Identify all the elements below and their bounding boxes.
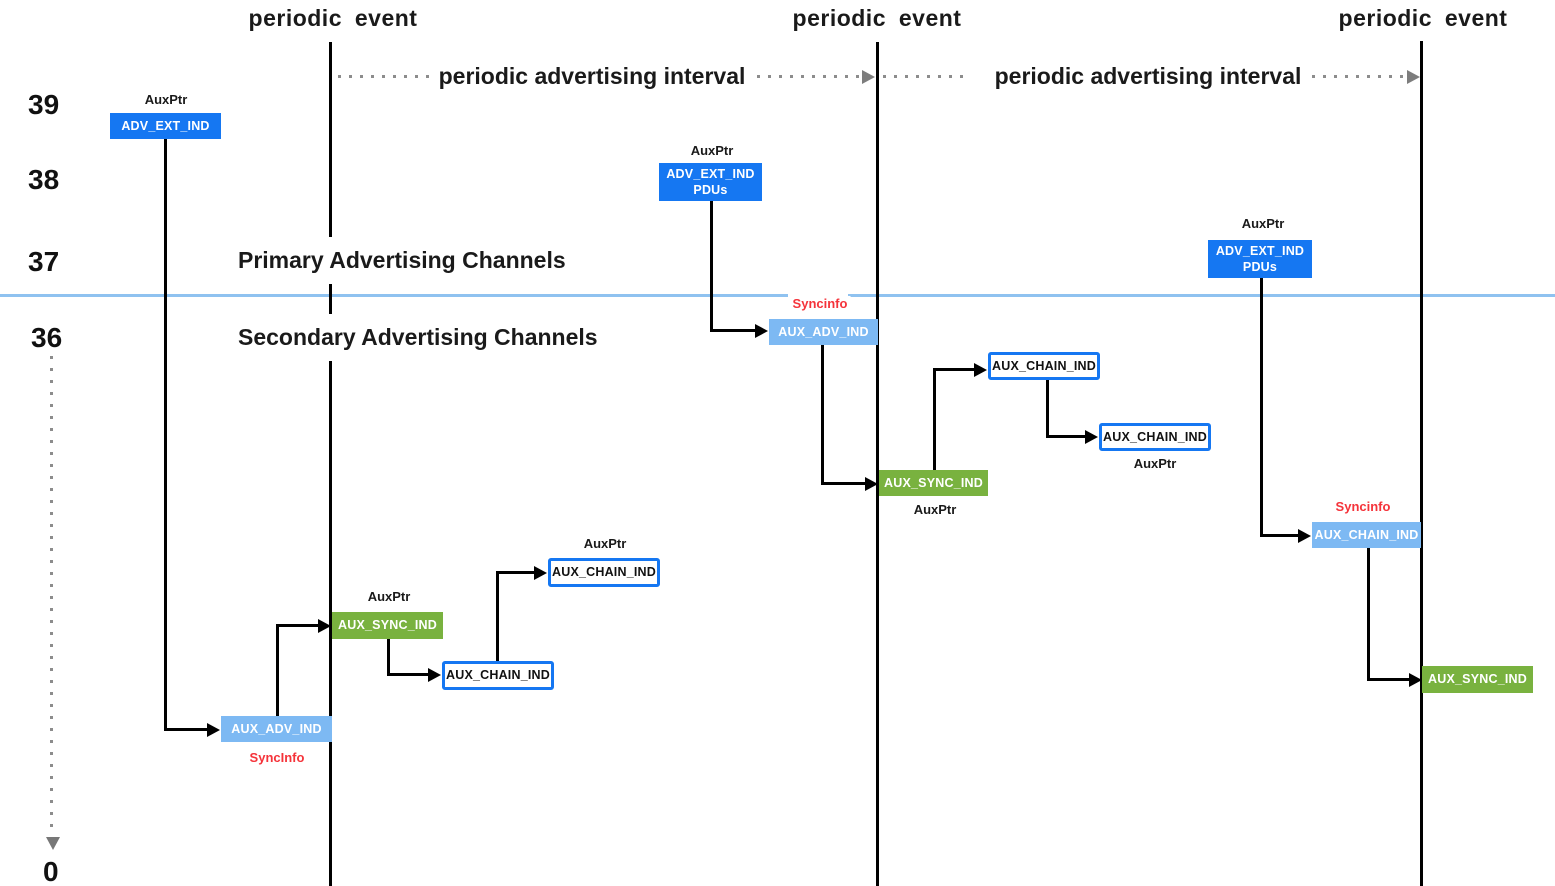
channel-separator-line — [848, 294, 1555, 297]
pdu-adv-ext-ind-pdus-2: ADV_EXT_IND PDUs — [659, 163, 762, 201]
pdu-aux-sync-ind-1: AUX_SYNC_IND — [332, 612, 443, 639]
auxptr-label-aux-chain-ind-2b: AuxPtr — [1133, 456, 1177, 471]
pdu-aux-chain-ind-1a: AUX_CHAIN_IND — [442, 661, 554, 690]
auxptr-label-aux-chain-ind-1b: AuxPtr — [583, 536, 627, 551]
secondary-channels-label: Secondary Advertising Channels — [230, 314, 606, 361]
connector-2-arrowhead-icon — [318, 619, 331, 633]
pdu-adv-ext-ind-pdus-3: ADV_EXT_IND PDUs — [1208, 240, 1312, 278]
interval-2-label: periodic advertising interval — [994, 63, 1302, 89]
interval-1-dots-left — [338, 75, 430, 78]
connector-5-arrowhead-icon — [755, 324, 768, 338]
connector-10-hline — [1367, 678, 1410, 681]
auxptr-label-adv-ext-ind-1: AuxPtr — [144, 92, 188, 107]
connector-9-arrowhead-icon — [1298, 529, 1311, 543]
connector-4-vline — [496, 571, 499, 661]
syncinfo-label-aux-adv-ind-2: Syncinfo — [789, 296, 851, 311]
connector-7-hline — [933, 368, 975, 371]
channel-label-38: 38 — [28, 164, 60, 195]
pdu-aux-adv-ind-2: AUX_ADV_IND — [769, 319, 878, 345]
connector-5-hline — [710, 329, 756, 332]
auxptr-label-adv-ext-ind-2: AuxPtr — [690, 143, 734, 158]
pdu-aux-chain-ind-2b: AUX_CHAIN_IND — [1099, 423, 1211, 451]
connector-3-hline — [387, 673, 429, 676]
connector-7-vline — [933, 368, 936, 470]
channel-label-37: 37 — [28, 246, 60, 277]
connector-3-arrowhead-icon — [428, 668, 441, 682]
periodic-event-label-1: periodic event — [248, 5, 418, 31]
connector-6-hline — [821, 482, 866, 485]
channel-label-39: 39 — [28, 89, 60, 120]
connector-1-arrowhead-icon — [207, 723, 220, 737]
connector-8-arrowhead-icon — [1085, 430, 1098, 444]
periodic-event-line-1 — [329, 42, 332, 886]
periodic-event-label-3: periodic event — [1338, 5, 1508, 31]
auxptr-label-aux-sync-ind-2: AuxPtr — [913, 502, 957, 517]
interval-2-dots-left — [883, 75, 968, 78]
channel-label-36: 36 — [31, 322, 63, 353]
connector-10-vline — [1367, 548, 1370, 681]
pdu-aux-chain-ind-1b: AUX_CHAIN_IND — [548, 558, 660, 587]
connector-2-hline — [276, 624, 319, 627]
pdu-adv-ext-ind-1: ADV_EXT_IND — [110, 113, 221, 139]
connector-6-arrowhead-icon — [865, 477, 878, 491]
connector-8-vline — [1046, 380, 1049, 438]
connector-4-hline — [496, 571, 535, 574]
connector-3-vline — [387, 639, 390, 676]
channel-separator-line — [0, 294, 788, 297]
channel-label-0: 0 — [43, 856, 59, 886]
periodic-event-line-2 — [876, 42, 879, 886]
connector-1-vline — [164, 139, 167, 731]
interval-1-arrowhead-icon — [862, 70, 875, 84]
auxptr-label-aux-sync-ind-1: AuxPtr — [367, 589, 411, 604]
channel-axis-dots — [50, 356, 53, 834]
connector-8-hline — [1046, 435, 1086, 438]
connector-9-vline — [1260, 278, 1263, 537]
interval-1-label: periodic advertising interval — [438, 63, 746, 89]
syncinfo-label-aux-adv-ind-1: SyncInfo — [246, 750, 308, 765]
connector-10-arrowhead-icon — [1409, 673, 1422, 687]
connector-6-vline — [821, 345, 824, 485]
primary-channels-label: Primary Advertising Channels — [230, 237, 574, 284]
connector-9-hline — [1260, 534, 1299, 537]
pdu-aux-sync-ind-2: AUX_SYNC_IND — [879, 470, 988, 496]
periodic-event-line-3 — [1420, 41, 1423, 886]
channel-axis-arrowhead-icon — [46, 837, 60, 850]
connector-4-arrowhead-icon — [534, 566, 547, 580]
pdu-aux-chain-ind-3: AUX_CHAIN_IND — [1312, 522, 1421, 548]
periodic-event-label-2: periodic event — [792, 5, 962, 31]
syncinfo-label-aux-chain-ind-3: Syncinfo — [1332, 499, 1394, 514]
interval-1-dots-right — [757, 75, 860, 78]
connector-7-arrowhead-icon — [974, 363, 987, 377]
pdu-aux-adv-ind-1: AUX_ADV_IND — [221, 716, 332, 742]
pdu-aux-sync-ind-3: AUX_SYNC_IND — [1422, 666, 1533, 693]
connector-2-vline — [276, 624, 279, 716]
auxptr-label-adv-ext-ind-3: AuxPtr — [1241, 216, 1285, 231]
pdu-aux-chain-ind-2a: AUX_CHAIN_IND — [988, 352, 1100, 380]
interval-2-arrowhead-icon — [1407, 70, 1420, 84]
connector-5-vline — [710, 201, 713, 332]
connector-1-hline — [164, 728, 208, 731]
interval-2-dots-right — [1312, 75, 1407, 78]
